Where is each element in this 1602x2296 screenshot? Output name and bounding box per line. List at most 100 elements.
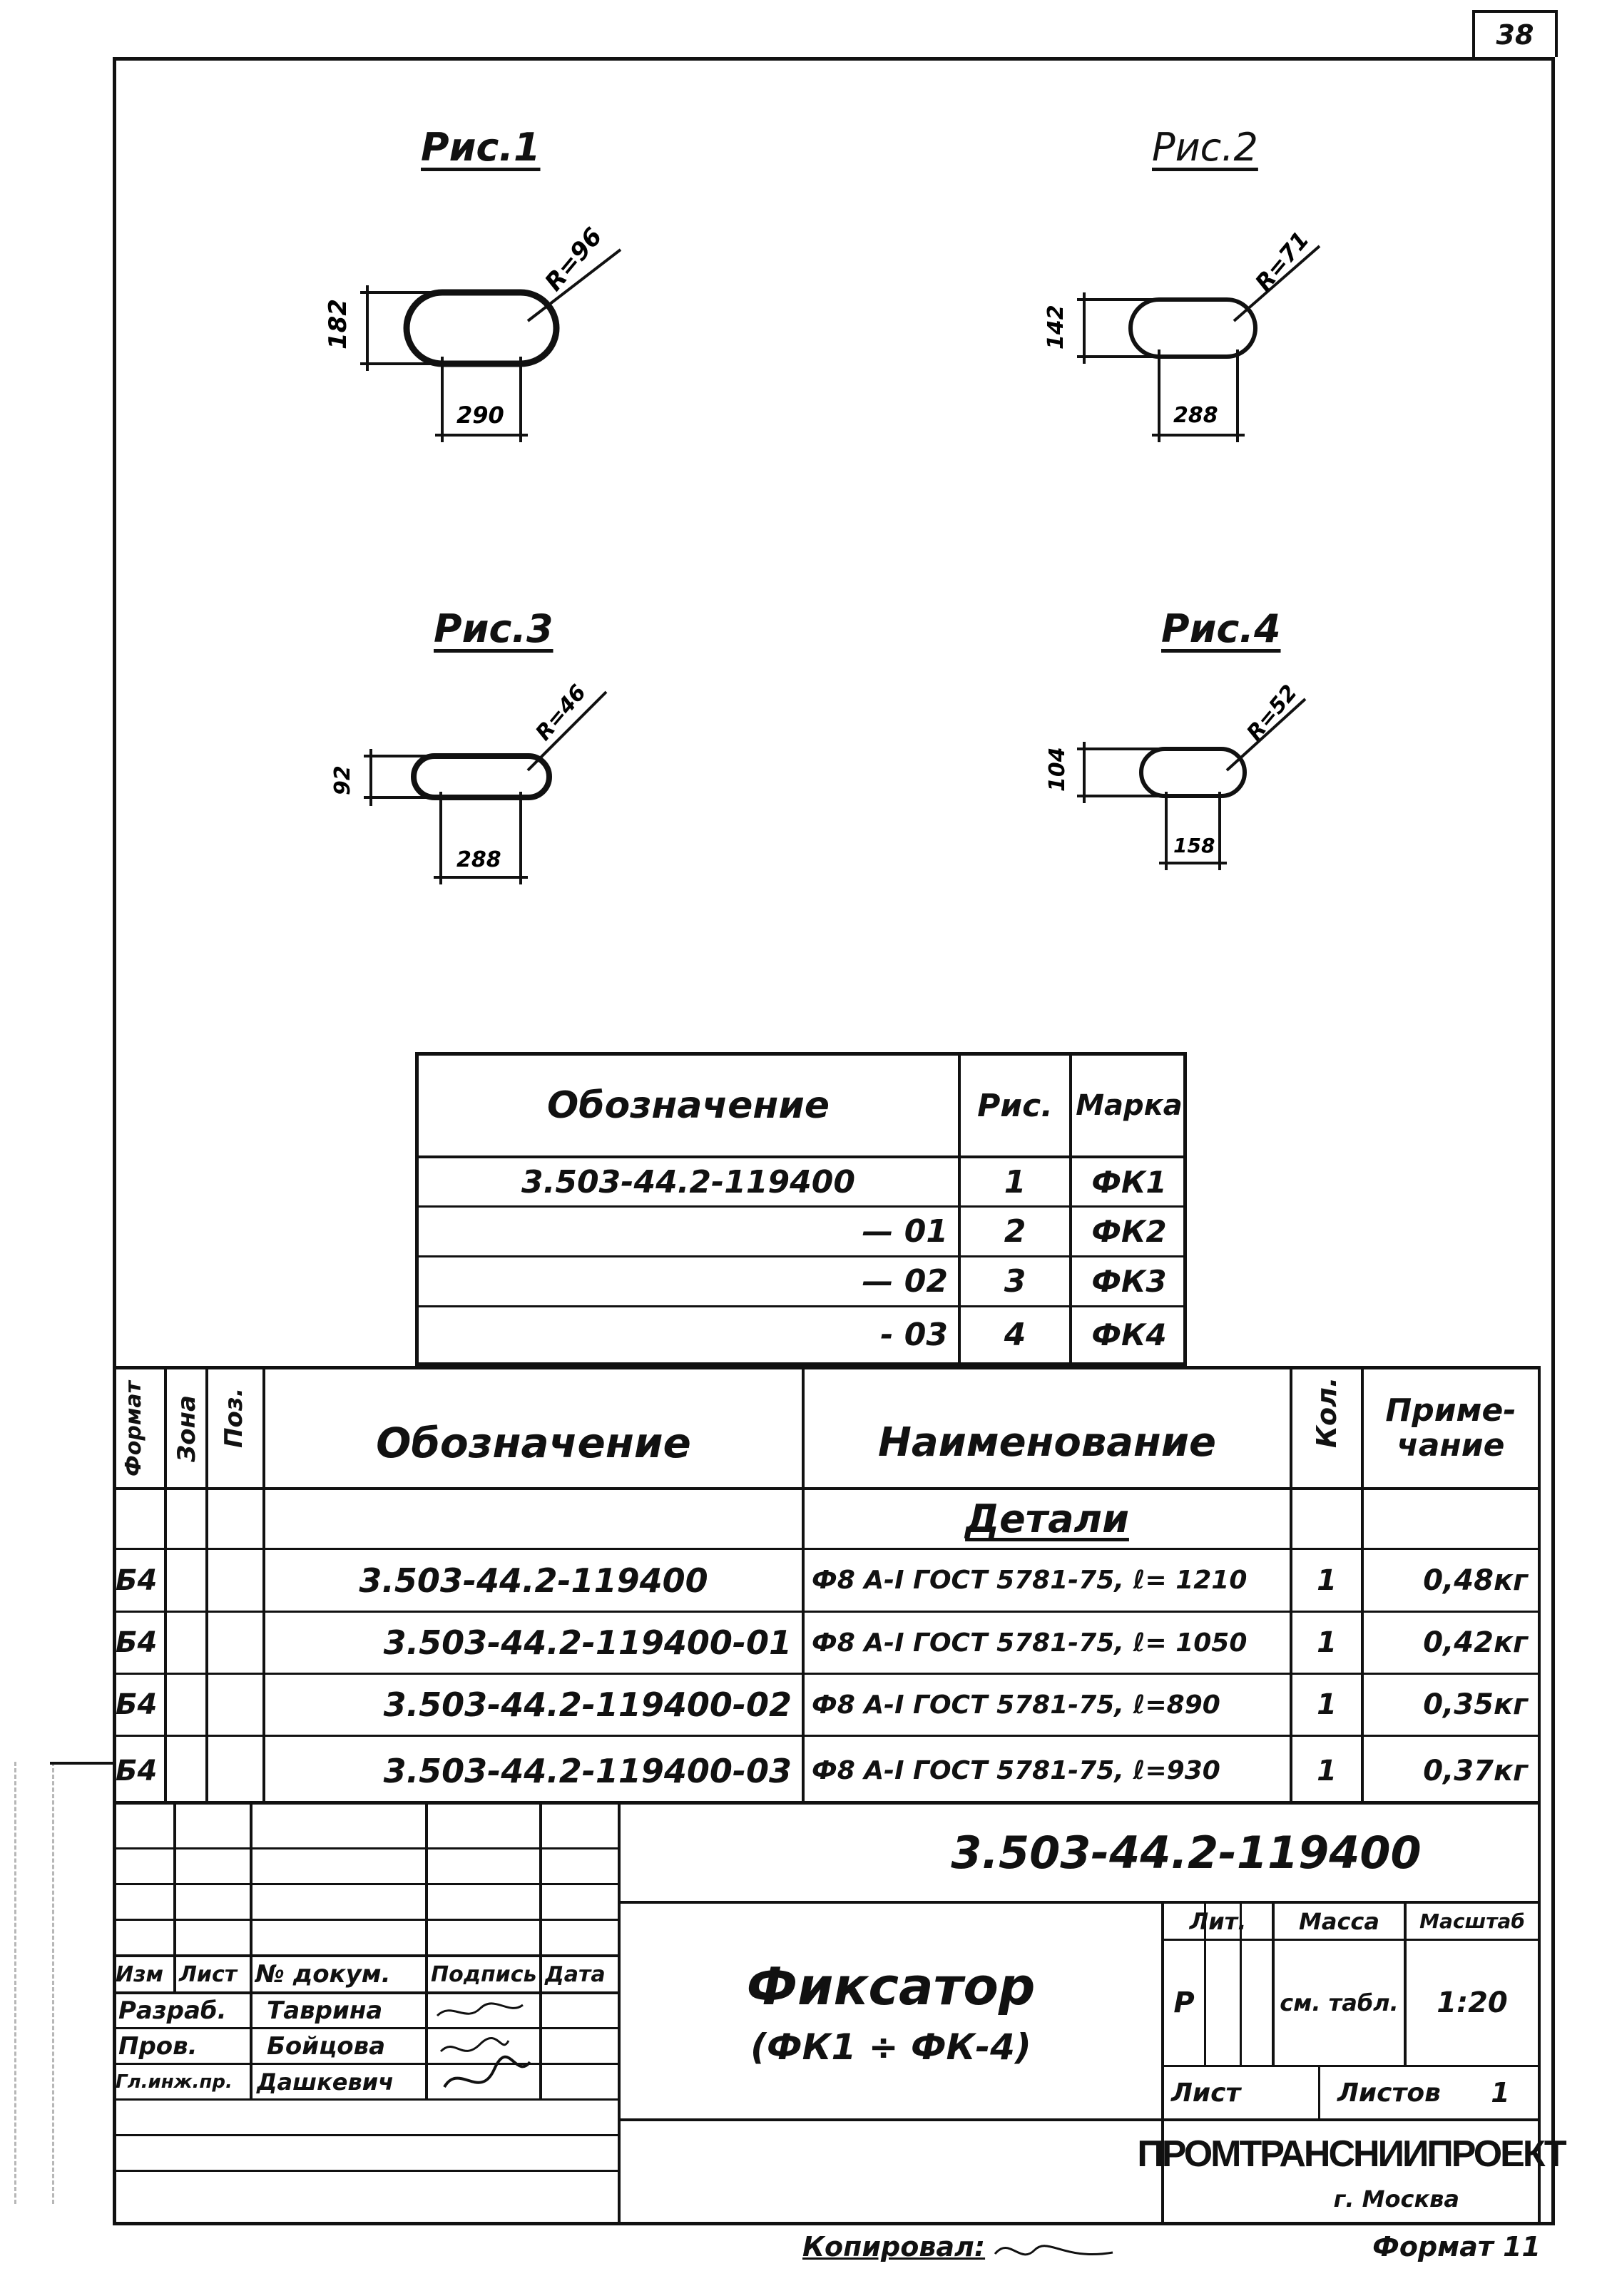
title-role-checker: Пров.	[118, 2031, 198, 2061]
figure-4-drawing: 104 158 R=52	[1045, 680, 1307, 870]
figure-2-width: 288	[1173, 403, 1218, 428]
spec-row-4-note: 0,37кг	[1423, 1754, 1528, 1787]
marks-row-4-fig: 4	[1004, 1317, 1026, 1353]
marks-row-1-designation: 3.503-44.2-119400	[521, 1163, 855, 1200]
marks-row-3-designation: — 02	[862, 1263, 948, 1300]
title-name-chief: Дашкевич	[257, 2068, 394, 2096]
left-margin-stamp	[14, 1762, 54, 2204]
marks-row-3-mark: ФК3	[1091, 1264, 1167, 1299]
title-mass-label: Масса	[1299, 1907, 1379, 1935]
spec-header-format: Формат	[121, 1381, 146, 1476]
title-sheets-label: Листов	[1337, 2078, 1441, 2108]
figure-2-radius: R=71	[1250, 226, 1315, 296]
spec-row-4-name: Ф8 А-I ГОСТ 5781-75, ℓ=930	[812, 1756, 1220, 1785]
spec-row-1-note: 0,48кг	[1423, 1563, 1528, 1597]
figure-3-drawing: 92 288 R=46	[330, 680, 608, 884]
title-col-change: Изм	[116, 1961, 164, 1987]
spec-row-1-designation: 3.503-44.2-119400	[359, 1561, 708, 1600]
signature-marks	[436, 2002, 531, 2088]
figure-1-loop	[403, 289, 560, 367]
title-role-chief: Гл.инж.пр.	[116, 2071, 233, 2093]
footer-copied: Копировал:	[802, 2231, 986, 2262]
marks-header-mark: Марка	[1076, 1089, 1183, 1122]
figure-1-width: 290	[456, 402, 504, 429]
spec-header-name: Наименование	[878, 1419, 1216, 1466]
spec-section-title: Детали	[965, 1496, 1129, 1541]
title-block: 3.503-44.2-119400 Изм Лист № докум. Подп…	[113, 1805, 1567, 2225]
figure-3-width: 288	[456, 847, 501, 872]
title-col-signature: Подпись	[431, 1961, 537, 1987]
spec-header-pos: Поз.	[220, 1387, 248, 1449]
spec-row-2-qty: 1	[1317, 1626, 1337, 1659]
title-scale-value: 1:20	[1437, 1986, 1508, 2019]
title-city: г. Москва	[1333, 2185, 1459, 2213]
title-col-docnum: № докум.	[255, 1960, 391, 1989]
title-name-checker: Бойцова	[267, 2031, 386, 2061]
title-scale-label: Масштаб	[1419, 1909, 1525, 1933]
spec-row-2-name: Ф8 А-I ГОСТ 5781-75, ℓ= 1050	[812, 1628, 1248, 1658]
spec-row-1-format: Б4	[116, 1563, 158, 1597]
figure-1-title: Рис.1	[421, 125, 541, 170]
spec-row-3-note: 0,35кг	[1423, 1688, 1528, 1721]
figure-4-radius: R=52	[1242, 680, 1302, 745]
spec-row-1-qty: 1	[1317, 1563, 1337, 1597]
spec-header-qty: Кол.	[1311, 1377, 1342, 1448]
spec-table: Формат Зона Поз. Обозначение Наименовани…	[113, 1366, 1541, 1805]
title-lit-value: Р	[1173, 1986, 1195, 2019]
title-role-developer: Разраб.	[118, 1996, 227, 2025]
figure-4-width: 158	[1173, 834, 1215, 857]
marks-row-2-designation: — 01	[862, 1213, 948, 1250]
spec-row-4-qty: 1	[1317, 1754, 1337, 1787]
title-mass-value: см. табл.	[1280, 1989, 1399, 2016]
sheet-number-box: 38	[1472, 10, 1558, 57]
spec-header-note: Приме- чание	[1385, 1392, 1516, 1464]
figure-1-height: 182	[324, 299, 352, 349]
footer-format: Формат 11	[1372, 2231, 1541, 2262]
spec-header-zone: Зона	[173, 1395, 201, 1462]
figure-4-loop	[1139, 747, 1247, 798]
marks-row-3-fig: 3	[1004, 1263, 1026, 1300]
spec-row-2-note: 0,42кг	[1423, 1626, 1528, 1659]
figure-2-title: Рис.2	[1152, 125, 1258, 170]
spec-row-4-format: Б4	[116, 1754, 158, 1787]
marks-row-4-mark: ФК4	[1091, 1317, 1167, 1352]
left-margin-strip	[50, 1762, 113, 1765]
figure-4-height: 104	[1045, 747, 1070, 792]
marks-row-1-mark: ФК1	[1091, 1164, 1167, 1200]
marks-row-1-fig: 1	[1004, 1163, 1026, 1200]
title-col-date: Дата	[545, 1961, 606, 1987]
figure-3-loop	[411, 753, 552, 800]
title-sheets-value: 1	[1491, 2077, 1510, 2108]
figure-1-drawing: 182 290 R=96	[324, 223, 622, 442]
marks-row-4-designation: - 03	[880, 1317, 948, 1353]
spec-row-2-format: Б4	[116, 1626, 158, 1659]
spec-header-designation: Обозначение	[376, 1418, 691, 1467]
marks-row-2-fig: 2	[1004, 1213, 1026, 1250]
title-item-sub: (ФК1 ÷ ФК-4)	[750, 2026, 1031, 2068]
marks-header-designation: Обозначение	[546, 1084, 830, 1127]
spec-row-3-designation: 3.503-44.2-119400-02	[383, 1685, 792, 1724]
spec-row-3-name: Ф8 А-I ГОСТ 5781-75, ℓ=890	[812, 1690, 1220, 1720]
figure-2-drawing: 142 288 R=71	[1044, 226, 1321, 442]
title-col-sheet: Лист	[179, 1961, 238, 1987]
title-doc-code: 3.503-44.2-119400	[951, 1827, 1422, 1879]
spec-row-1-name: Ф8 А-I ГОСТ 5781-75, ℓ= 1210	[812, 1566, 1248, 1595]
figure-4-title: Рис.4	[1161, 606, 1281, 651]
title-organization: ПРОМТРАНСНИИПРОЕКТ	[1137, 2133, 1566, 2175]
sheet-number: 38	[1496, 19, 1534, 51]
copied-signature	[994, 2245, 1113, 2256]
spec-row-2-designation: 3.503-44.2-119400-01	[383, 1623, 792, 1662]
figure-3-height: 92	[330, 765, 355, 795]
marks-table: Обозначение Рис. Марка 3.503-44.2-119400…	[415, 1052, 1187, 1366]
drawing-frame	[113, 57, 1555, 2225]
title-sheet-label: Лист	[1171, 2078, 1241, 2108]
marks-row-2-mark: ФК2	[1091, 1214, 1167, 1249]
title-name-developer: Таврина	[267, 1996, 383, 2025]
spec-row-3-qty: 1	[1317, 1688, 1337, 1721]
figure-3-title: Рис.3	[434, 606, 553, 651]
spec-row-4-designation: 3.503-44.2-119400-03	[383, 1751, 792, 1790]
figure-2-loop	[1128, 297, 1257, 359]
title-item-name: Фиксатор	[746, 1956, 1036, 2016]
figure-2-height: 142	[1044, 305, 1068, 349]
marks-header-fig: Рис.	[977, 1087, 1053, 1124]
